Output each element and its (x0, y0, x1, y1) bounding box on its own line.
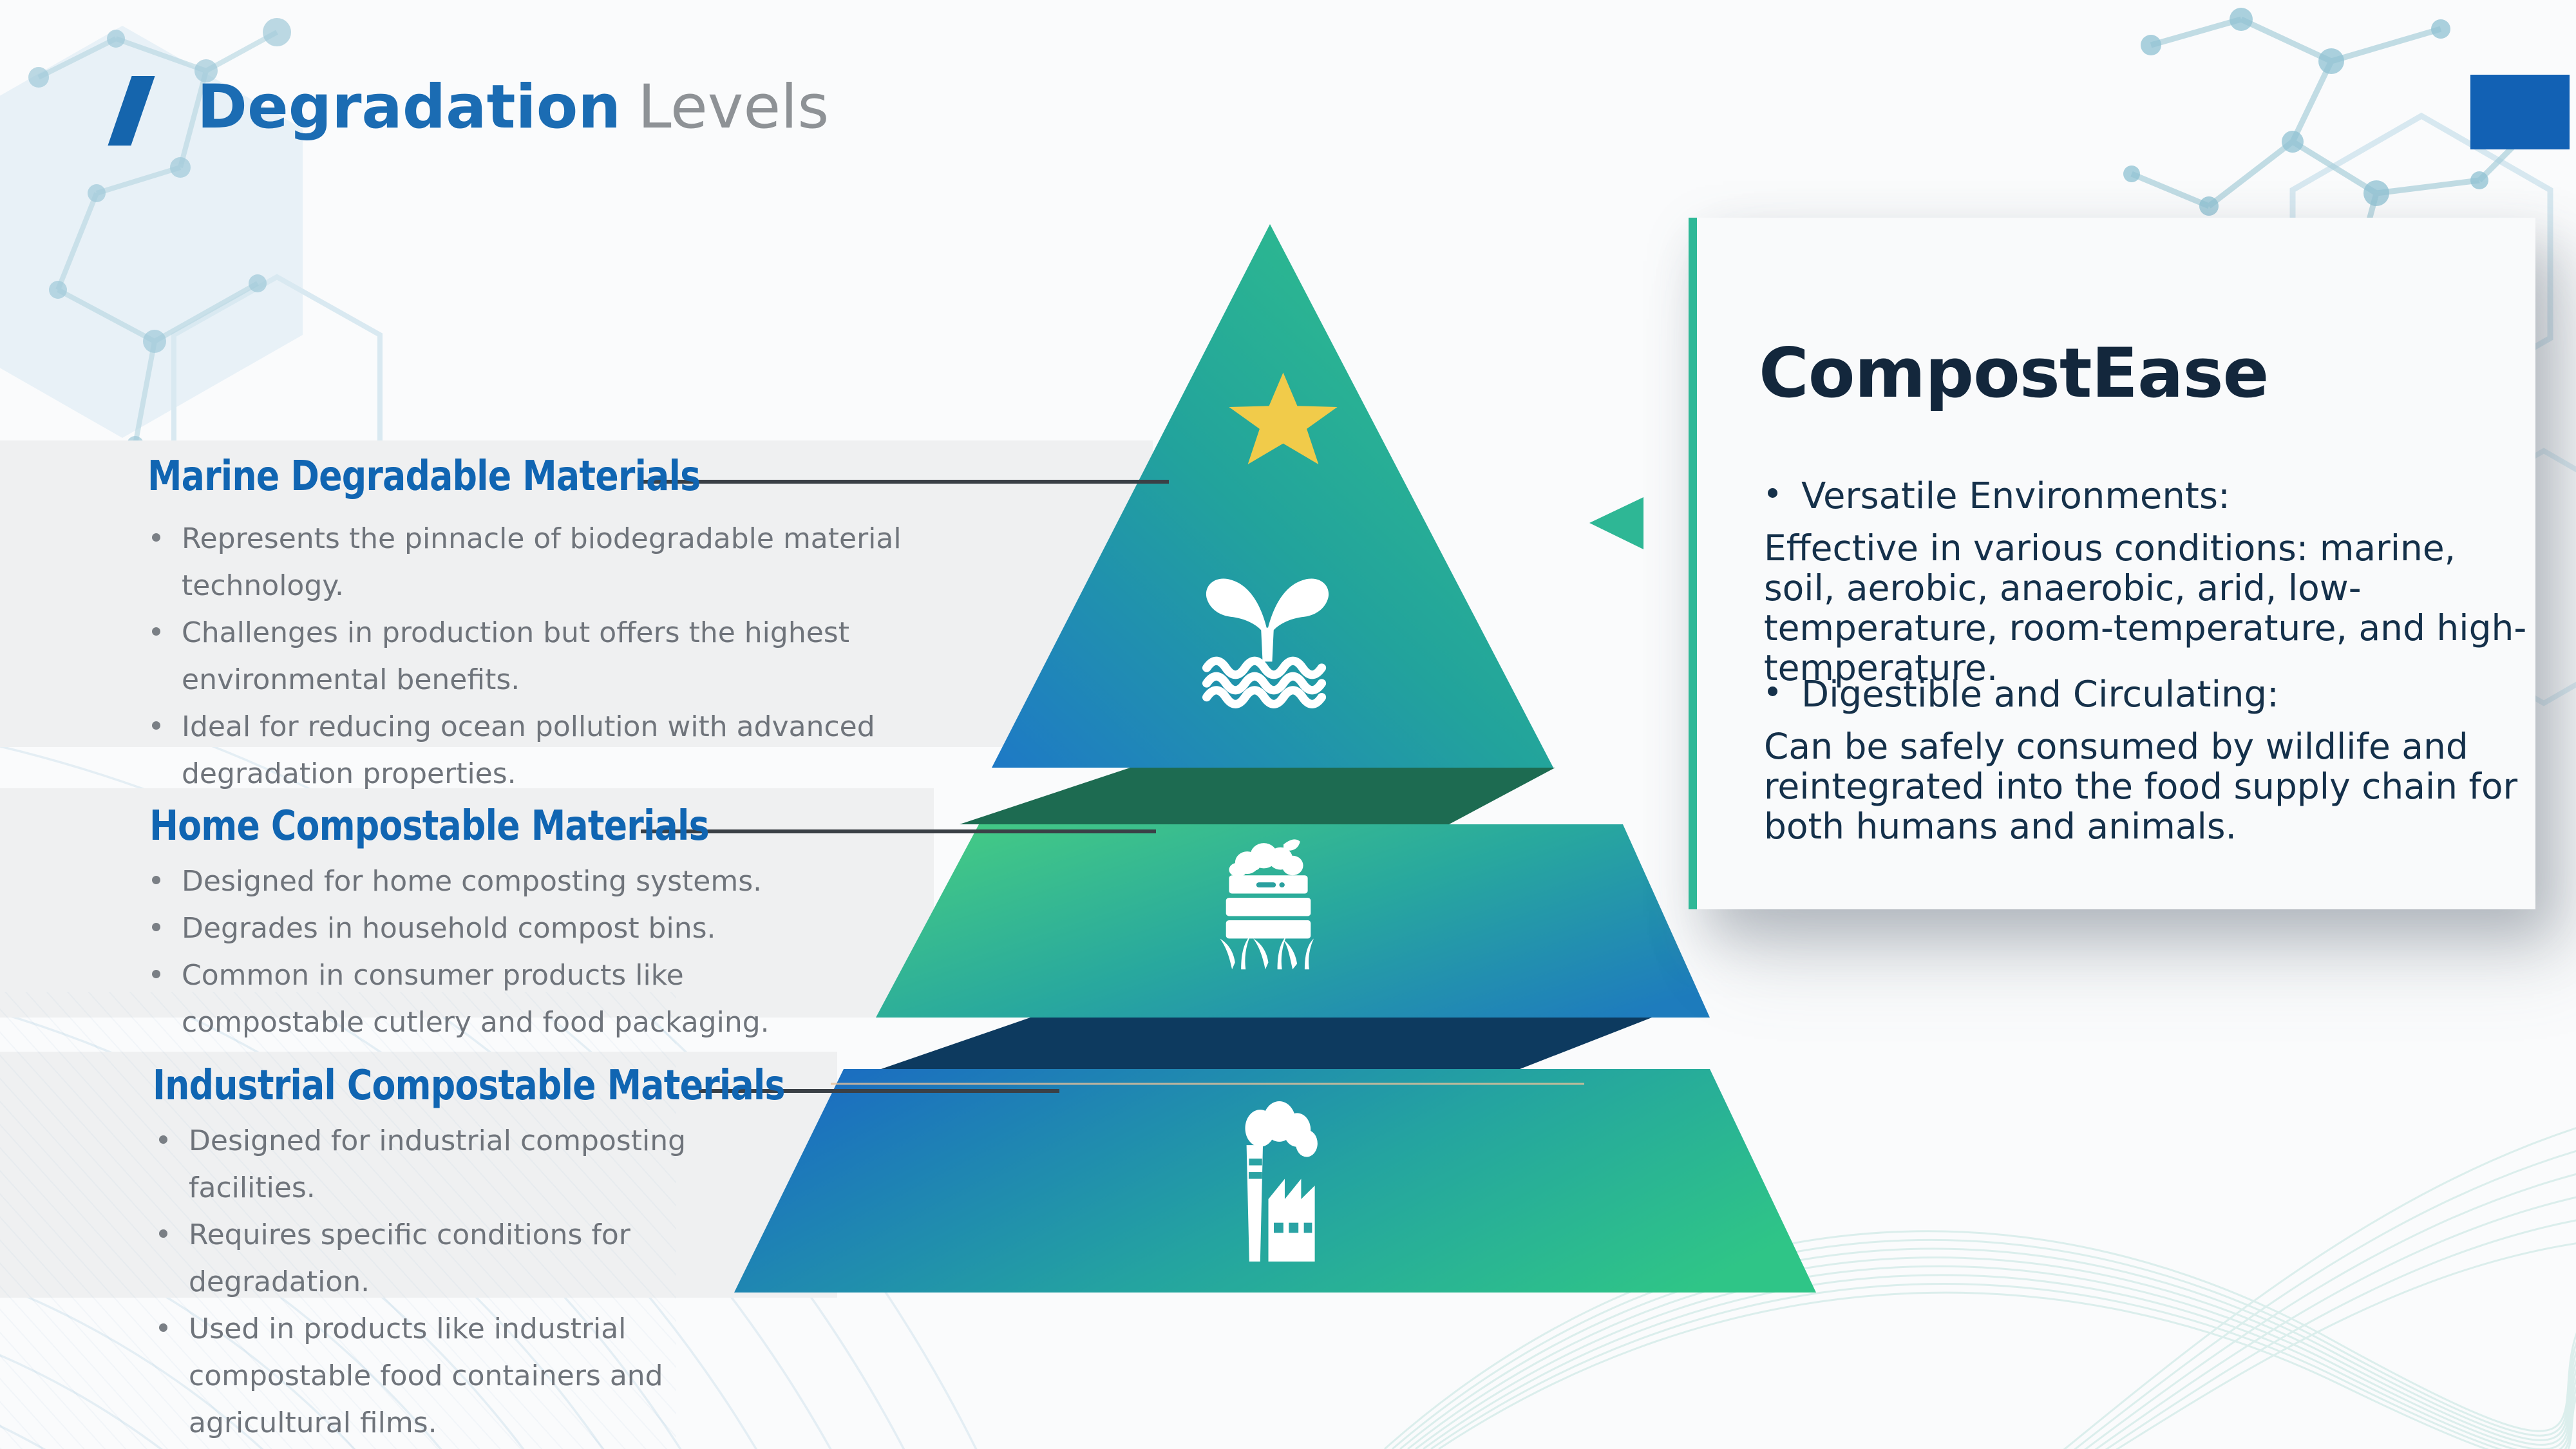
bullet-dot-icon (152, 515, 182, 609)
card-item-paragraph: Can be safely consumed by wildlife and r… (1764, 726, 2518, 847)
bullet-text: Designed for home composting systems. (182, 865, 762, 898)
page-title-light: Levels (638, 72, 829, 142)
bullet-dot-icon (152, 905, 182, 952)
bullet-text: Challenges in production but offers the … (182, 616, 849, 696)
pyramid-level-marine (992, 224, 1553, 768)
bullet-dot-icon (1768, 674, 1801, 715)
corner-accent-rect (2470, 75, 2570, 149)
bullet-dot-icon (152, 609, 182, 703)
bullet-dot-icon (152, 952, 182, 1046)
bullet-dot-icon (152, 858, 182, 905)
diagonal-pattern-decor (0, 992, 676, 1449)
list-item: Requires specific conditions for degrada… (159, 1211, 810, 1305)
whale-tail-icon (1202, 578, 1329, 708)
factory-icon (1245, 1101, 1318, 1262)
list-item: Represents the pinnacle of biodegradable… (152, 515, 1028, 609)
bullet-dot-icon (1768, 475, 1801, 517)
list-item: Challenges in production but offers the … (152, 609, 1028, 703)
star-icon (1229, 372, 1338, 465)
card-item-label-text: Digestible and Circulating: (1801, 674, 2279, 715)
bullet-text: Common in consumer products like compost… (182, 959, 770, 1039)
pyramid-shadow-top (960, 768, 1555, 824)
list-item: Ideal for reducing ocean pollution with … (152, 703, 1028, 797)
card-item-label: Versatile Environments: (1768, 475, 2230, 517)
compostease-card: CompostEase Versatile Environments: Effe… (1689, 218, 2535, 909)
list-item: Used in products like industrial compost… (159, 1305, 810, 1446)
bullet-dot-icon (159, 1305, 189, 1446)
section-bullets-marine: Represents the pinnacle of biodegradable… (152, 515, 1028, 797)
card-item-label: Digestible and Circulating: (1768, 674, 2279, 715)
list-item: Degrades in household compost bins. (152, 905, 841, 952)
pyramid-shadow-middle (881, 1018, 1652, 1069)
card-title: CompostEase (1759, 334, 2269, 413)
section-heading-marine: Marine Degradable Materials (147, 453, 701, 500)
page-title-bold: Degradation (197, 72, 621, 142)
section-bullets-home: Designed for home composting systems. De… (152, 858, 841, 1046)
bullet-dot-icon (159, 1211, 189, 1305)
compost-bin-icon (1220, 839, 1314, 970)
list-item: Designed for home composting systems. (152, 858, 841, 905)
list-item: Common in consumer products like compost… (152, 952, 841, 1046)
bullet-text: Ideal for reducing ocean pollution with … (182, 710, 875, 790)
section-bullets-industrial: Designed for industrial composting facil… (159, 1117, 810, 1446)
bullet-text: Represents the pinnacle of biodegradable… (182, 522, 902, 602)
bullet-dot-icon (152, 703, 182, 797)
card-item-label-text: Versatile Environments: (1801, 475, 2230, 517)
bullet-text: Used in products like industrial compost… (189, 1312, 663, 1439)
bullet-text: Degrades in household compost bins. (182, 912, 716, 945)
pyramid-level-industrial (734, 1069, 1816, 1293)
card-item-paragraph: Effective in various conditions: marine,… (1764, 527, 2527, 688)
bullet-dot-icon (159, 1117, 189, 1211)
bullet-text: Designed for industrial composting facil… (189, 1124, 687, 1204)
section-heading-industrial: Industrial Compostable Materials (153, 1062, 786, 1110)
list-item: Designed for industrial composting facil… (159, 1117, 810, 1211)
arrow-left-icon (1589, 497, 1643, 549)
bullet-text: Requires specific conditions for degrada… (189, 1218, 630, 1298)
section-band-marine (0, 440, 1153, 747)
section-band-industrial (0, 1052, 837, 1298)
section-heading-home: Home Compostable Materials (149, 802, 710, 850)
